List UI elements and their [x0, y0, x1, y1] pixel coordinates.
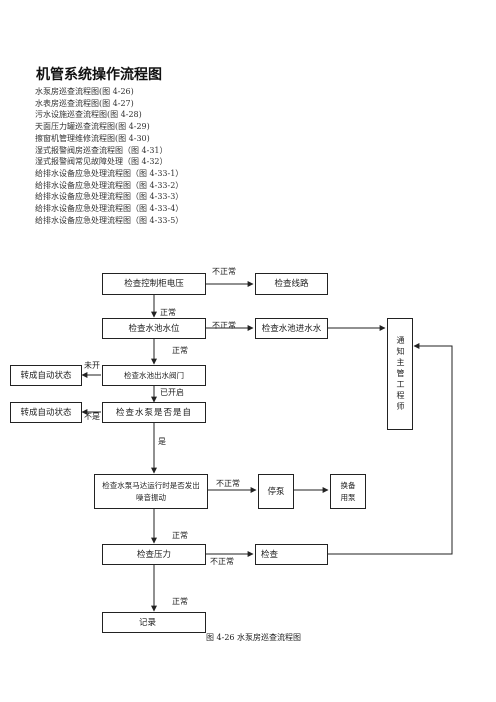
node-check-pump-motor: 检查水泵马达运行时是否发出噪音振动	[94, 474, 208, 509]
node-check-pool-inlet: 检查水池进水水	[255, 318, 328, 339]
figure-list-item: 水表房巡查流程图(图 4-27)	[35, 98, 134, 108]
edge-label: 正常	[172, 346, 188, 355]
node-inspect: 检查	[255, 544, 328, 565]
edge-label: 正常	[160, 308, 176, 317]
node-auto-state-1: 转成自动状态	[10, 365, 82, 386]
figure-list-item: 给排水设备应急处理流程图（图 4-33-3）	[35, 192, 184, 202]
edge-label: 已开启	[160, 388, 184, 397]
node-check-pool-level: 检查水池水位	[102, 318, 206, 339]
node-check-pump-auto: 检查水泵是否是自	[102, 402, 206, 423]
node-check-cabinet-voltage: 检查控制柜电压	[102, 273, 206, 295]
edge-label: 不是	[84, 412, 100, 421]
node-notify-manager: 通知主管工程师	[387, 318, 413, 430]
node-check-outlet-valve: 检查水池出水阀门	[102, 365, 206, 386]
edge-inspect-to-notify	[328, 343, 453, 555]
figure-list-item: 给排水设备应急处理流程图（图 4-33-1）	[35, 168, 184, 178]
node-switch-backup: 换备用泵	[330, 474, 366, 509]
node-stop-pump: 停泵	[258, 474, 294, 509]
edge-label: 不正常	[212, 267, 236, 276]
figure-list-item: 擦窗机管理维修流程图(图 4-30)	[35, 133, 150, 143]
edge-label: 正常	[172, 531, 188, 540]
edge-label: 不正常	[216, 479, 240, 488]
edge-label: 不正常	[210, 557, 234, 566]
edge-label: 正常	[172, 597, 188, 606]
figure-list-item: 湿式报警阀房巡查流程图（图 4-31）	[35, 145, 168, 155]
notify-manager-label: 通知主管工程师	[396, 335, 405, 413]
node-check-pressure: 检查压力	[102, 544, 206, 565]
edge-label: 不正常	[212, 321, 236, 330]
figure-list-item: 湿式报警阀常见故障处理（图 4-32）	[35, 157, 168, 167]
figure-list-item: 给排水设备应急处理流程图（图 4-33-2）	[35, 180, 184, 190]
node-record: 记录	[102, 612, 206, 633]
figure-list: 水泵房巡查流程图(图 4-26) 水表房巡查流程图(图 4-27) 污水设施巡查…	[35, 86, 183, 226]
figure-list-item: 天面压力罐巡查流程图(图 4-29)	[35, 122, 150, 132]
node-check-line: 检查线路	[255, 273, 328, 295]
edge-label: 未开	[84, 361, 100, 370]
edge-label: 是	[158, 437, 166, 446]
figure-list-item: 给排水设备应急处理流程图（图 4-33-5）	[35, 215, 184, 225]
figure-list-item: 给排水设备应急处理流程图（图 4-33-4）	[35, 204, 184, 214]
node-auto-state-2: 转成自动状态	[10, 402, 82, 423]
page-title: 机管系统操作流程图	[36, 67, 162, 83]
figure-list-item: 水泵房巡查流程图(图 4-26)	[35, 87, 134, 96]
figure-caption: 图 4-26 水泵房巡查流程图	[206, 633, 302, 642]
figure-list-item: 污水设施巡查流程图(图 4-28)	[35, 110, 142, 120]
